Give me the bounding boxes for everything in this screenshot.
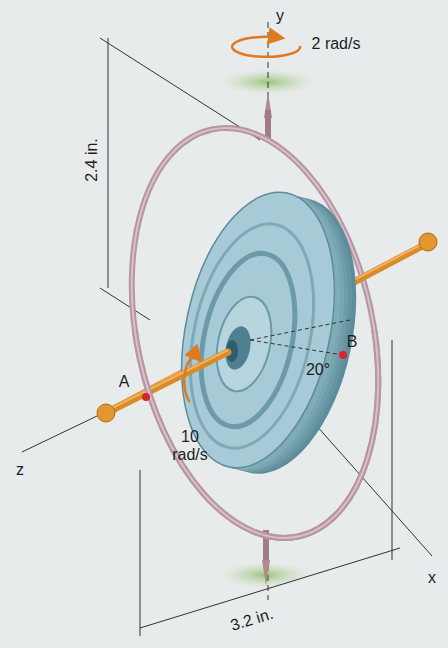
gimbal-ring-front [96, 330, 413, 561]
point-label: A [119, 373, 130, 391]
axis-label: y [276, 7, 284, 25]
angle-label: 20° [306, 361, 330, 379]
angle-line [250, 320, 350, 355]
angular-velocity: 10 rad/s [167, 428, 213, 465]
spin-axle-front [97, 350, 228, 422]
dimension: 3.2 in. [228, 605, 275, 635]
gimbal-ring-back [96, 105, 413, 561]
angular-velocity: 2 rad/s [312, 35, 361, 53]
point-label: B [347, 333, 358, 351]
dimension-lines [100, 38, 400, 636]
hub [222, 324, 255, 372]
points [142, 351, 347, 401]
coordinate-axes [22, 22, 432, 600]
axis-label: z [16, 461, 24, 479]
disk [158, 178, 379, 488]
spin-arrow-disk [184, 357, 200, 402]
dimension: 2.4 in. [83, 138, 101, 182]
axis-label: x [428, 569, 436, 587]
spin-arrow-precession [232, 37, 300, 57]
